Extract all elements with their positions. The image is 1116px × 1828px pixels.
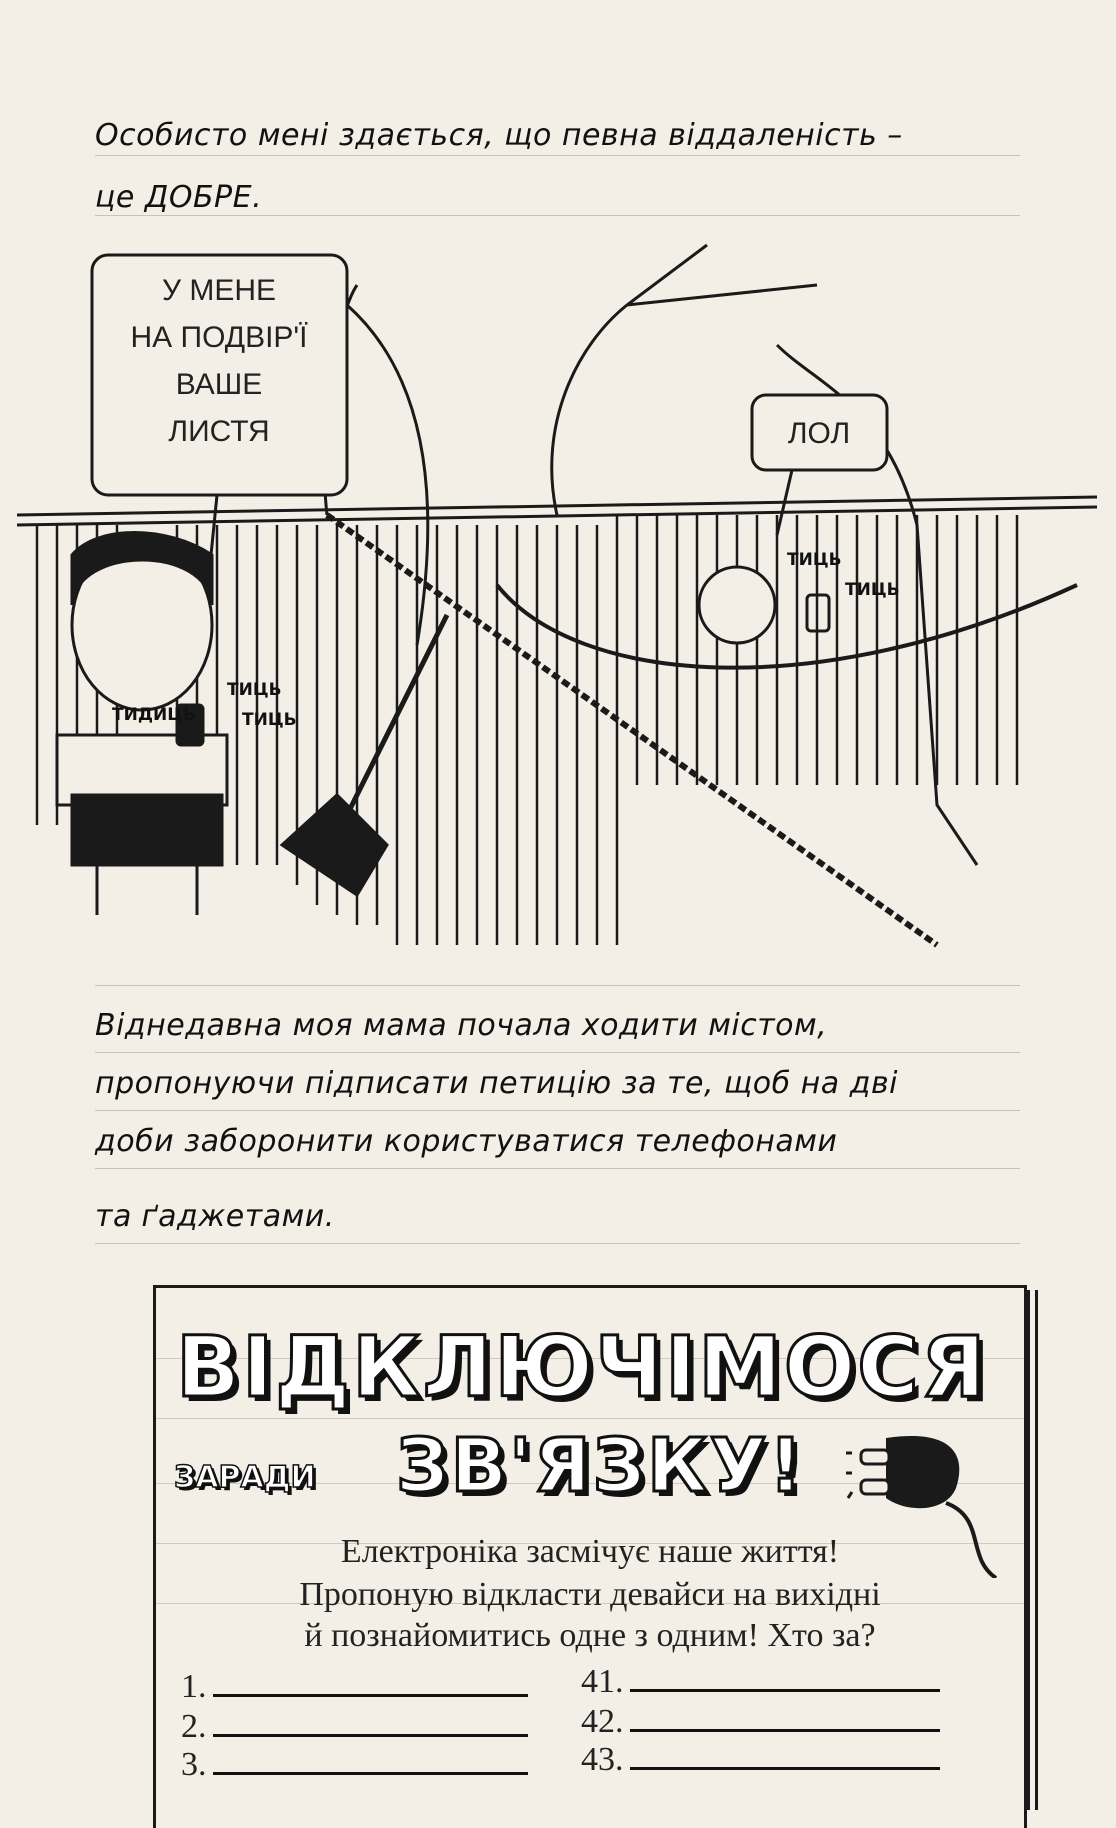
bubble-text: ЛИСТЯ — [168, 415, 269, 448]
neighbor-shorts — [70, 793, 224, 867]
greg-phone-icon — [805, 593, 831, 633]
rake-handle — [344, 613, 450, 817]
sfx-text: ТИЦЬ — [845, 580, 900, 600]
entry-number: 3. — [181, 1746, 207, 1783]
petition-poster: ВІДКЛЮЧІМОСЯ ЗАРАДИ ЗВ'ЯЗКУ! Електроніка… — [153, 1285, 1027, 1828]
bubble-text: НА ПОДВІР'Ї — [131, 321, 309, 354]
tree-right — [550, 243, 979, 866]
signature-entry[interactable]: 41. — [581, 1663, 940, 1701]
entry-number: 43. — [581, 1741, 624, 1778]
sfx-text: ТИЦЬ — [787, 550, 842, 570]
poster-title: ВІДКЛЮЧІМОСЯ — [175, 1317, 988, 1418]
bubble-text: ВАШЕ — [176, 368, 263, 401]
entry-number: 1. — [181, 1668, 207, 1705]
speech-bubble-greg — [750, 393, 889, 472]
signature-entry[interactable]: 42. — [581, 1703, 940, 1741]
signature-entry[interactable]: 3. — [181, 1746, 528, 1784]
rope — [325, 512, 939, 948]
ruled-line — [95, 1110, 1020, 1111]
poster-body-line: й познайомитись одне з одним! Хто за? — [304, 1617, 876, 1654]
ruled-line — [95, 1168, 1020, 1169]
entry-number: 2. — [181, 1708, 207, 1745]
speech-bubble-neighbor — [90, 253, 349, 497]
paragraph2-line: пропонуючи підписати петицію за те, щоб … — [95, 1066, 898, 1101]
bubble-text: У МЕНЕ — [162, 274, 276, 307]
fence-rail — [17, 495, 1098, 517]
poster-title-small: ЗАРАДИ — [173, 1459, 316, 1496]
hammock — [495, 583, 1078, 670]
electric-plug-icon — [846, 1436, 998, 1578]
neighbor-shirt — [55, 733, 229, 807]
neighbor-hair — [70, 531, 214, 606]
paragraph1-line: Особисто мені здається, що певна віддале… — [95, 118, 903, 153]
neighbor-phone-icon — [175, 703, 205, 747]
poster-edge — [1035, 1290, 1038, 1810]
signature-entry[interactable]: 1. — [181, 1668, 528, 1706]
paragraph2-line: Віднедавна моя мама почала ходити містом… — [95, 1008, 828, 1043]
signature-entry[interactable]: 43. — [581, 1741, 940, 1779]
paragraph2-line: доби заборонити користуватися телефонами — [95, 1124, 838, 1159]
paragraph2-line: та ґаджетами. — [95, 1199, 335, 1234]
illustration-backyard: У МЕНЕ НА ПОДВІР'Ї ВАШЕ ЛИСТЯ ЛОЛ ТИЦЬ Т… — [17, 243, 1098, 948]
ruled-line — [95, 155, 1020, 156]
poster-title-2: ЗВ'ЯЗКУ! — [394, 1422, 805, 1511]
poster-body-line: Електроніка засмічує наше життя! — [340, 1533, 840, 1570]
ruled-line — [95, 1243, 1020, 1244]
sfx-text: ТИДИЦЬ — [112, 705, 196, 725]
sfx-text: ТИЦЬ — [227, 680, 282, 700]
poster-body-line: Пропоную відкласти девайси на вихідні — [299, 1576, 881, 1613]
sfx-text: ТИЦЬ — [242, 710, 297, 730]
ruled-line — [95, 215, 1020, 216]
rake-head — [279, 792, 389, 898]
ruled-line — [95, 1052, 1020, 1053]
signature-entry[interactable]: 2. — [181, 1708, 528, 1746]
fence-rail — [17, 505, 1098, 527]
entry-number: 41. — [581, 1663, 624, 1700]
paragraph1-line: це ДОБРЕ. — [95, 180, 263, 215]
poster-edge — [1027, 1290, 1030, 1810]
greg-head — [697, 565, 777, 645]
ruled-line — [95, 985, 1020, 986]
entry-number: 42. — [581, 1703, 624, 1740]
bubble-text-greg: ЛОЛ — [788, 417, 850, 450]
